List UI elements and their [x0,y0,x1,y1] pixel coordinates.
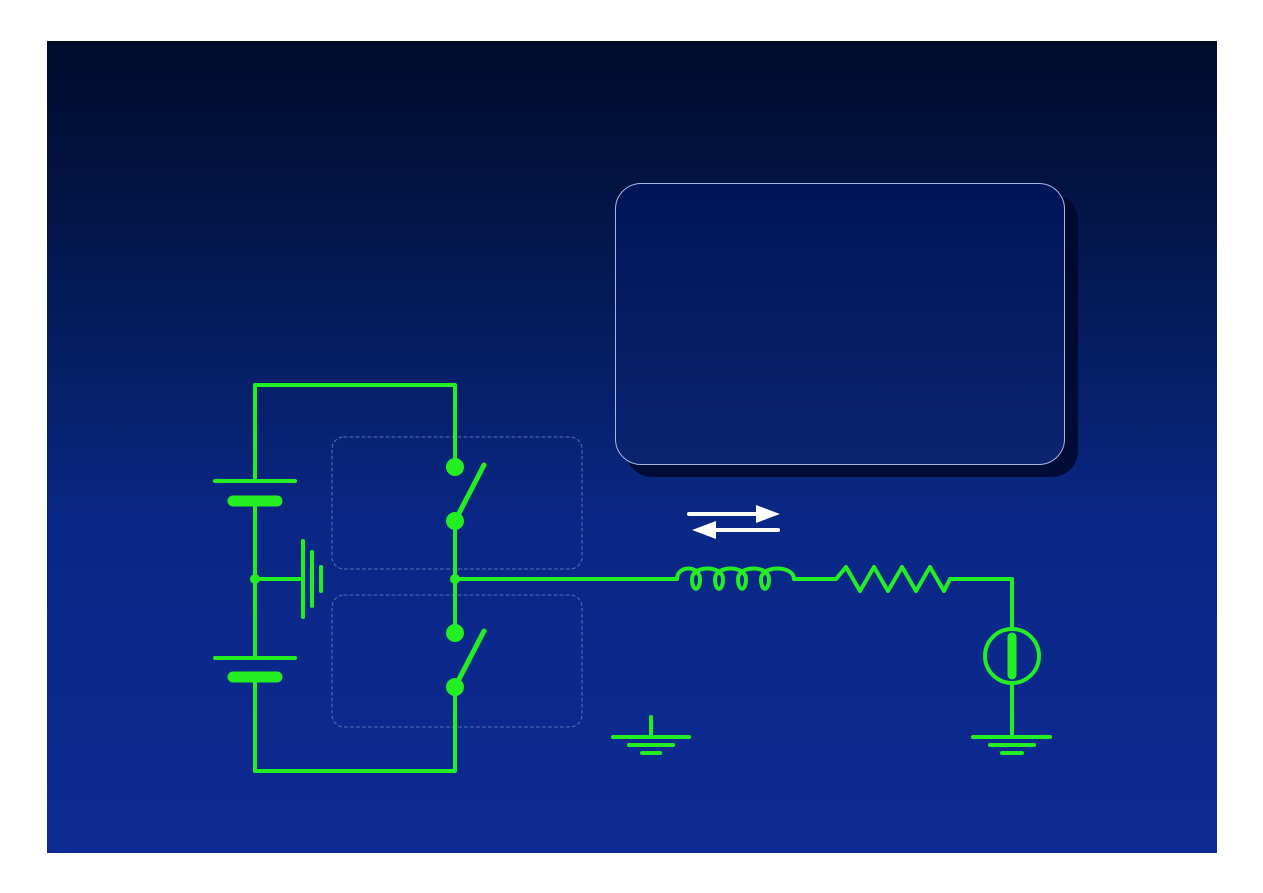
upper-switch-top-contact [446,458,464,476]
callout-box [615,183,1065,465]
current-source-icon [983,627,1041,685]
battery-bottom-icon [213,656,297,683]
center-ground-icon [611,715,691,755]
left-node-dot [250,574,260,584]
battery-top-icon [213,479,297,507]
midpoint-ground-icon [301,539,323,619]
upper-switch-bottom-contact [446,512,464,530]
bidirectional-arrow-icon [687,505,780,539]
lower-switch-top-contact [446,624,464,642]
output-node-dot [450,574,460,584]
right-ground-icon [971,735,1052,755]
upper-switch-icon [452,462,487,524]
top-wire [253,383,457,483]
lower-switch-icon [452,628,487,690]
lower-switch-bottom-contact [446,678,464,696]
load-wire [948,577,1014,631]
slide [47,41,1217,853]
bottom-wire [253,675,457,773]
inductor-icon [675,566,796,591]
resistor-icon [834,565,952,593]
